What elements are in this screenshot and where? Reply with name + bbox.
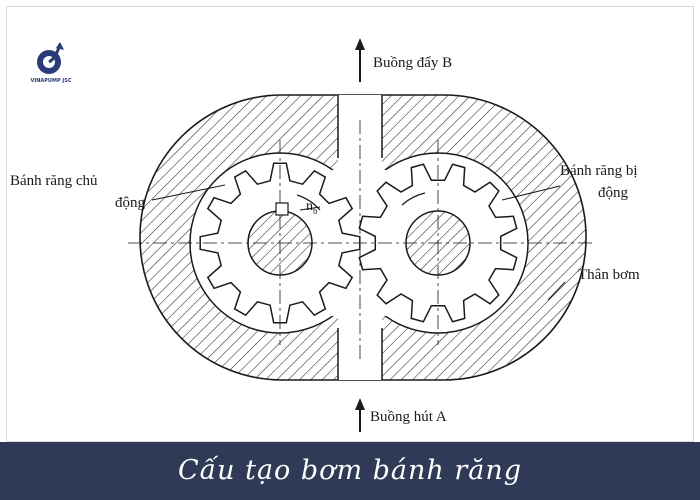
outlet-label: Buồng đẩy B [373, 55, 453, 71]
driven-rotation-arrow [401, 192, 426, 206]
drive-gear-label-line2: động [115, 195, 145, 211]
housing-label: Thân bơm [578, 267, 640, 283]
caption-bar: Cấu tạo bơm bánh răng [0, 442, 700, 500]
drive-rotation-arrow [296, 194, 321, 211]
speed-label: nb [306, 198, 318, 220]
driven-gear-label-line2: động [598, 185, 628, 201]
logo-text: VINAPUMP JSC [30, 78, 72, 84]
inlet-label: Buồng hút A [370, 409, 447, 425]
center-lines [128, 120, 596, 360]
speed-subscript: b [313, 205, 318, 216]
caption-title: Cấu tạo bơm bánh răng [177, 455, 523, 486]
drive-gear-label-line1: Bánh răng chủ [10, 173, 98, 189]
driven-gear-label-line1: Bánh răng bị [560, 163, 638, 179]
drive-key [275, 202, 289, 216]
inlet-arrow [355, 398, 365, 432]
outlet-arrow [355, 38, 365, 82]
gear-pump-diagram [128, 38, 596, 432]
speed-symbol: n [306, 199, 313, 214]
pump-logo-icon [34, 42, 68, 88]
leader-lines [151, 184, 566, 301]
